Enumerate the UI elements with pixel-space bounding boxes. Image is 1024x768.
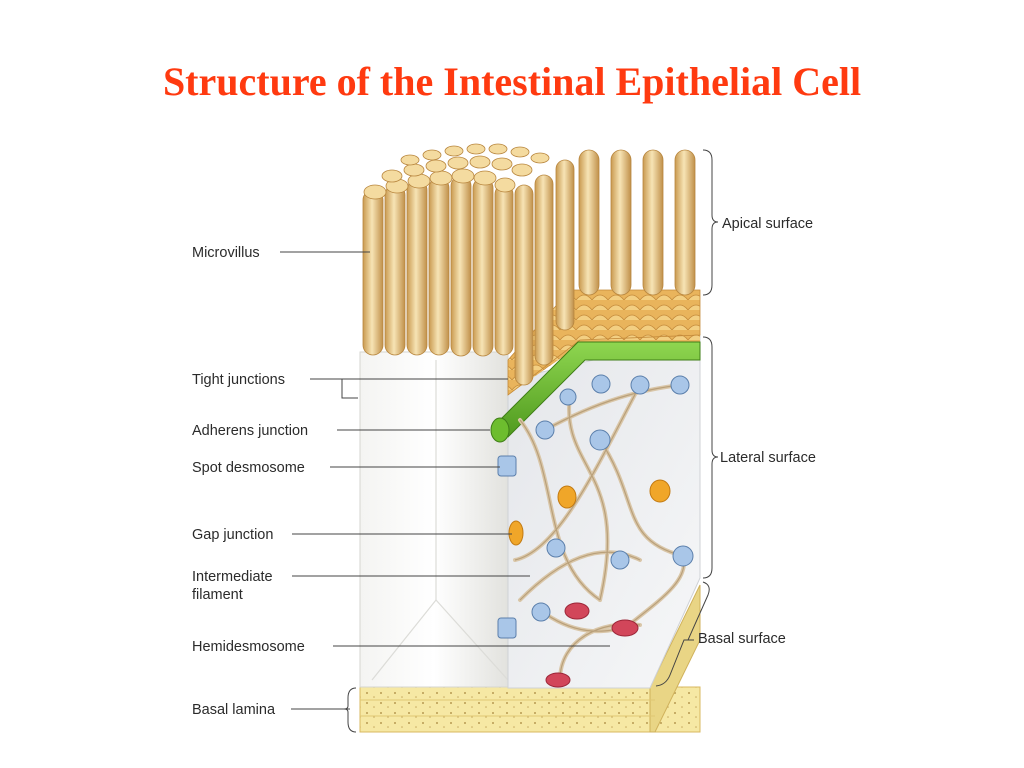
desmosome [531,602,551,622]
label-adherens-junction: Adherens junction [192,423,308,439]
microvilli-tips [363,143,550,200]
desmosome [559,388,577,406]
label-tight-junctions: Tight junctions [192,372,285,388]
desmosome [610,550,630,570]
desmosome [672,545,694,567]
label-intermediate-filament-1: Intermediate [192,569,273,585]
desmosome-plaque [497,617,517,639]
desmosome [535,420,555,440]
label-lateral-surface: Lateral surface [720,450,816,466]
label-apical-surface: Apical surface [722,216,813,232]
label-intermediate-filament-2: filament [192,587,243,603]
gap-junctions [508,479,671,546]
desmosome [670,375,690,395]
desmosome [546,538,566,558]
front-cell [359,351,509,688]
desmosome [589,429,611,451]
desmosome [591,374,611,394]
microvilli-side [514,149,696,386]
basal-lamina [359,584,701,733]
leader-lines [280,149,719,733]
desmosome-plaque [497,455,517,477]
label-spot-desmosome: Spot desmosome [192,460,305,476]
microvilli-front [362,175,514,357]
hemidesmosomes [545,602,639,688]
label-microvillus: Microvillus [192,245,260,261]
label-hemidesmosome: Hemidesmosome [192,639,305,655]
slide-title: Structure of the Intestinal Epithelial C… [162,59,862,104]
desmosome [630,375,650,395]
label-basal-lamina: Basal lamina [192,702,276,718]
label-basal-surface: Basal surface [698,631,786,647]
label-gap-junction: Gap junction [192,527,273,543]
spot-desmosomes [497,374,694,639]
